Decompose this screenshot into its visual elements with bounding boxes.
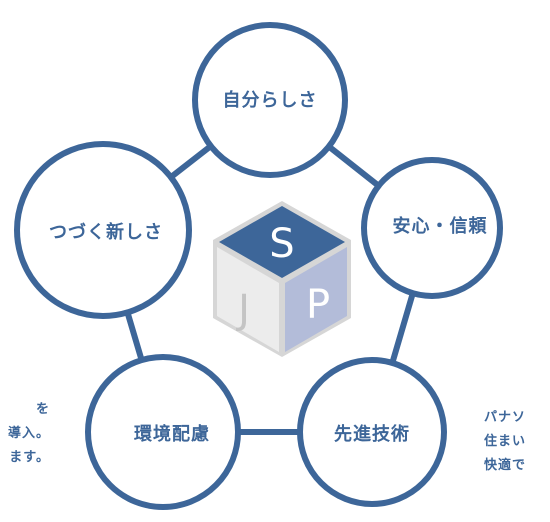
right-text-line: パナソ [484,410,527,425]
node-label-continuity: つづく新しさ [49,221,163,243]
sjp-cube-logo: S J P [213,201,351,357]
node-circle-environment [85,354,241,510]
node-circle-trust [361,157,503,299]
cube-top-face [219,206,345,278]
node-label-trust: 安心・信頼 [393,215,488,237]
node-circle-technology [297,357,447,507]
left-text-line: 導入。 [7,426,50,441]
right-text-line: 快適で [484,458,527,473]
node-circle-self [192,22,348,178]
node-circle-continuity [14,141,192,319]
cube-letter-p: P [306,282,330,328]
cube-left-face [217,247,279,352]
cube-letter-s: S [269,221,294,267]
left-text-line: を [35,402,50,417]
left-body-text: を 導入。 ます。 [8,398,50,470]
right-body-text: パナソ 住まい 快適で [484,406,526,478]
node-circles [14,22,503,510]
node-label-technology: 先進技術 [334,423,410,445]
node-label-self: 自分らしさ [223,89,318,111]
cube-right-face [285,247,347,352]
cube-letter-j: J [235,287,250,333]
node-label-environment: 環境配慮 [134,423,210,445]
right-text-line: 住まい [484,434,527,449]
left-text-line: ます。 [9,450,50,465]
